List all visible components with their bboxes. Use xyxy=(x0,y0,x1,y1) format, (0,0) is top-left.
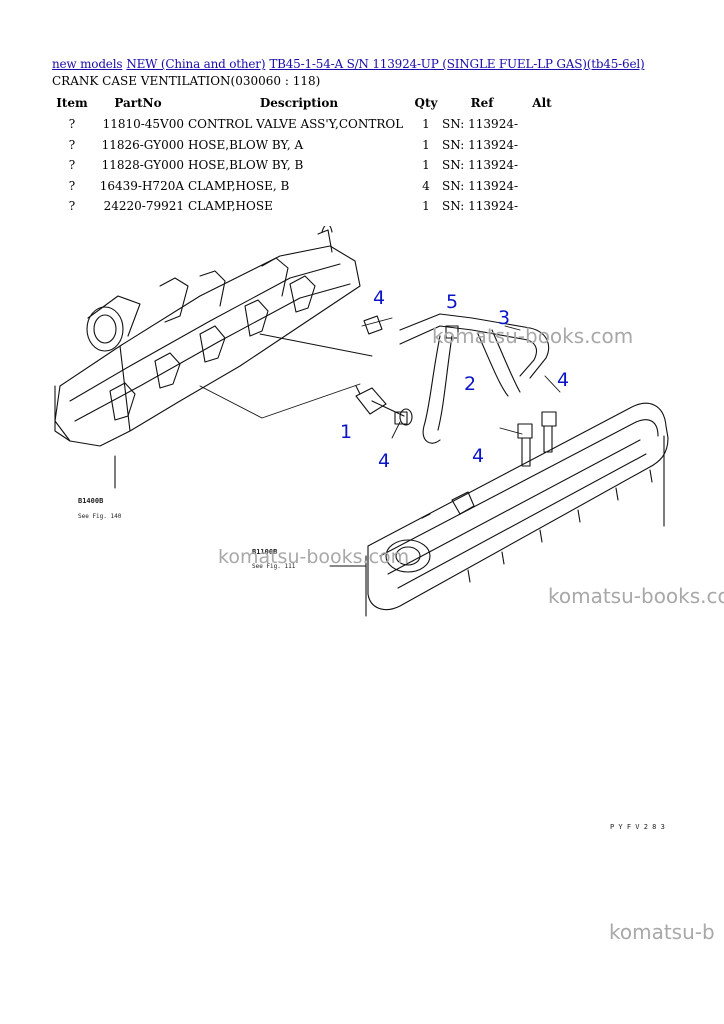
cell-alt xyxy=(522,135,562,156)
cell-alt xyxy=(522,176,562,197)
cell-description: CLAMP,HOSE, B xyxy=(188,178,290,193)
parts-table: Item PartNo Description Qty Ref Alt ? 11… xyxy=(52,92,562,217)
ref-note-see: See Fig. 140 xyxy=(78,513,122,520)
blow-by-hose-a-drawing xyxy=(399,313,550,444)
intake-manifold-drawing xyxy=(54,226,361,489)
cell-part-no: 11810-45V00 xyxy=(102,117,184,132)
col-header-item: Item xyxy=(56,96,88,110)
cell-ref: SN: 113924- xyxy=(442,117,519,132)
cell-part-no: 24220-79921 xyxy=(103,199,184,214)
col-header-alt: Alt xyxy=(532,96,552,110)
blow-by-hose-b-drawing xyxy=(477,329,521,397)
cell-description: CONTROL VALVE ASS'Y,CONTROL xyxy=(188,117,404,132)
ref-note-code: B1400B xyxy=(78,497,103,505)
table-row: ? 11828-GY000 HOSE,BLOW BY, B 1 SN: 1139… xyxy=(52,155,562,176)
table-row: ? 11810-45V00 CONTROL VALVE ASS'Y,CONTRO… xyxy=(52,114,562,135)
table-row: ? 16439-H720A CLAMP,HOSE, B 4 SN: 113924… xyxy=(52,176,562,197)
cell-qty: 1 xyxy=(422,158,430,173)
hose-clamps-drawing xyxy=(363,315,557,467)
rocker-cover-drawing xyxy=(329,402,669,617)
callout-label: 4 xyxy=(378,450,390,472)
callout-label: 2 xyxy=(464,373,476,395)
parts-diagram: 4 5 3 2 4 1 4 4 B1400B See Fig. 140 B110… xyxy=(54,226,669,617)
cell-item: ? xyxy=(68,199,76,214)
cell-alt xyxy=(522,196,562,217)
breadcrumb-link-new-models[interactable]: new models xyxy=(52,57,123,71)
cell-part-no: 11826-GY000 xyxy=(101,137,184,152)
leader-lines xyxy=(199,317,561,439)
drawing-code: P Y F V 2 8 3 xyxy=(610,823,665,831)
cell-description: CLAMP,HOSE xyxy=(188,199,273,214)
cell-item: ? xyxy=(68,158,76,173)
watermark: komatsu-books.com xyxy=(432,324,634,348)
cell-alt xyxy=(522,155,562,176)
callout-label: 1 xyxy=(340,421,352,443)
breadcrumb-link-model[interactable]: TB45-1-54-A S/N 113924-UP (SINGLE FUEL-L… xyxy=(269,57,645,71)
cell-ref: SN: 113924- xyxy=(442,158,519,173)
cell-item: ? xyxy=(68,137,76,152)
section-title: CRANK CASE VENTILATION(030060 : 118) xyxy=(52,74,321,88)
col-header-qty: Qty xyxy=(414,96,438,110)
ref-note-see: See Fig. 111 xyxy=(252,563,296,570)
cell-description: HOSE,BLOW BY, B xyxy=(188,158,304,173)
cell-alt xyxy=(522,114,562,135)
callout-label: 3 xyxy=(498,307,510,329)
cell-ref: SN: 113924- xyxy=(442,199,519,214)
col-header-description: Description xyxy=(259,96,339,110)
watermark: komatsu-b xyxy=(609,920,715,944)
breadcrumb-link-region[interactable]: NEW (China and other) xyxy=(126,57,266,71)
cell-item: ? xyxy=(68,117,76,132)
cell-ref: SN: 113924- xyxy=(442,178,519,193)
cell-item: ? xyxy=(68,178,76,193)
cell-ref: SN: 113924- xyxy=(442,137,519,152)
cell-part-no: 11828-GY000 xyxy=(101,158,184,173)
control-valve-drawing xyxy=(355,385,413,426)
callout-label: 4 xyxy=(373,287,385,309)
table-row: ? 24220-79921 CLAMP,HOSE 1 SN: 113924- xyxy=(52,196,562,217)
callout-label: 5 xyxy=(446,291,458,313)
cell-qty: 1 xyxy=(422,199,430,214)
col-header-ref: Ref xyxy=(470,96,494,110)
table-row: ? 11826-GY000 HOSE,BLOW BY, A 1 SN: 1139… xyxy=(52,135,562,156)
cell-qty: 1 xyxy=(422,137,430,152)
watermark: komatsu-books.com xyxy=(218,546,410,568)
watermark: komatsu-books.com xyxy=(548,584,724,608)
ref-note-code: B1100B xyxy=(252,548,277,556)
col-header-partno: PartNo xyxy=(114,96,162,110)
cell-description: HOSE,BLOW BY, A xyxy=(188,137,304,152)
table-header-row: Item PartNo Description Qty Ref Alt xyxy=(52,92,562,114)
cell-part-no: 16439-H720A xyxy=(99,178,184,193)
cell-qty: 1 xyxy=(422,117,430,132)
callout-label: 4 xyxy=(557,369,569,391)
cell-qty: 4 xyxy=(422,178,430,193)
callout-label: 4 xyxy=(472,445,484,467)
